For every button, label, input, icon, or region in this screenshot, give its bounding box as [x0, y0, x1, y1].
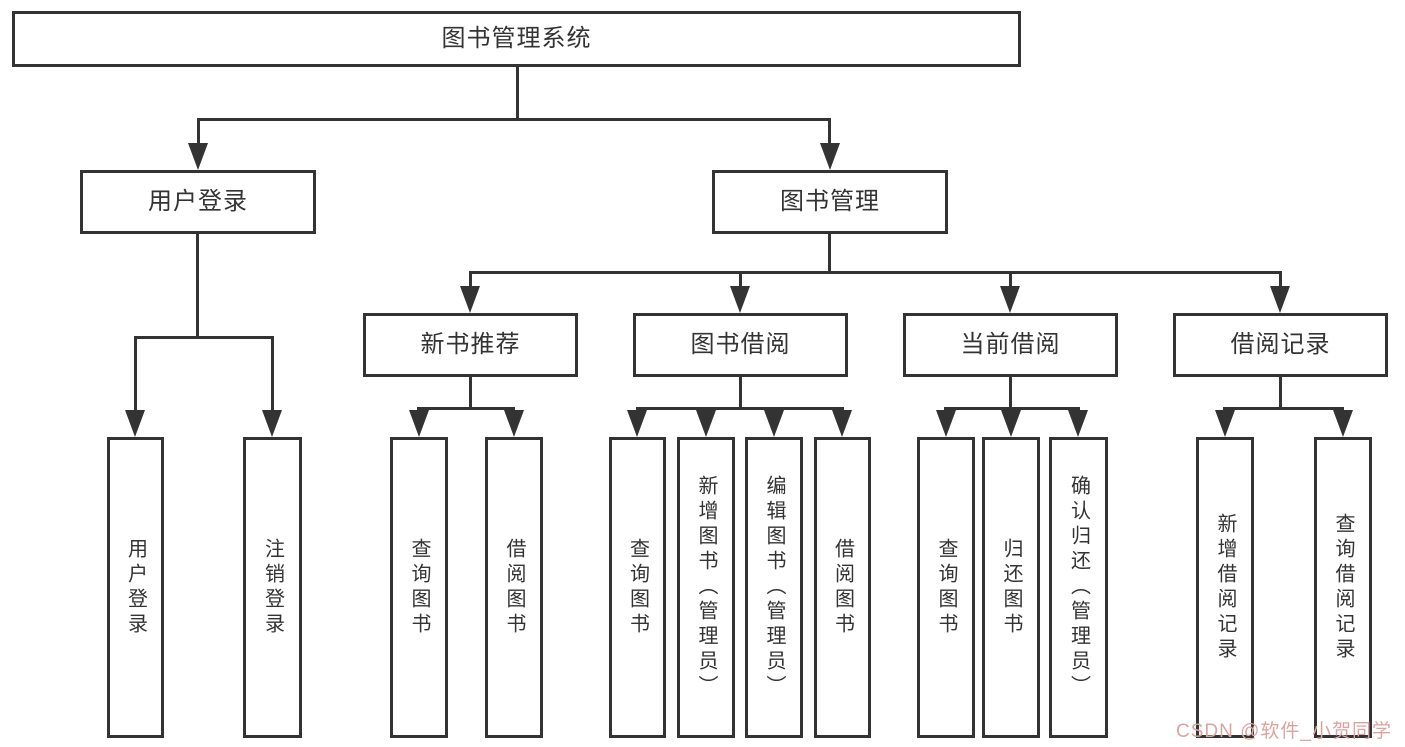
arrow-down-icon [730, 286, 750, 313]
node-label: 注销登录 [261, 537, 284, 638]
node-new-book-recommend: 新书推荐 [363, 313, 578, 377]
connector-bar [636, 407, 844, 410]
connector-stem [1009, 377, 1012, 407]
node-label: 查询图书 [408, 537, 430, 638]
node-label: 借阅图书 [503, 537, 525, 638]
node-label: 用户登录 [124, 537, 147, 638]
arrow-down-icon [1000, 286, 1020, 313]
arrow-down-icon [188, 143, 208, 170]
connector-bar [1223, 407, 1344, 410]
connector-stem [739, 377, 742, 407]
connector-stem [271, 339, 274, 412]
arrow-down-icon [409, 410, 429, 437]
arrow-down-icon [125, 410, 145, 437]
connector-stem [1279, 377, 1282, 407]
node-label: 新增图书（管理员） [695, 475, 717, 700]
leaf-edit-book-admin: 编辑图书（管理员） [745, 437, 803, 738]
leaf-query-borrow-record: 查询借阅记录 [1314, 437, 1372, 738]
leaf-add-borrow-record: 新增借阅记录 [1196, 437, 1254, 738]
leaf-add-book-admin: 新增图书（管理员） [677, 437, 735, 738]
node-label: 用户登录 [148, 188, 248, 215]
node-book-borrowing: 图书借阅 [633, 313, 848, 377]
connector-stem [134, 339, 137, 412]
node-user-login: 用户登录 [80, 170, 316, 234]
arrow-down-icon [262, 410, 282, 437]
node-label: 归还图书 [1000, 537, 1022, 638]
connector-bar [944, 407, 1080, 410]
node-label: 编辑图书（管理员） [763, 475, 785, 700]
connector-stem [469, 274, 472, 286]
node-label: 借阅记录 [1230, 331, 1331, 358]
node-label: 新增借阅记录 [1214, 512, 1236, 663]
connector-stem [828, 234, 831, 271]
connector-bar [197, 118, 831, 121]
leaf-return-book: 归还图书 [982, 437, 1040, 738]
arrow-down-icon [936, 410, 956, 437]
connector-stem [739, 274, 742, 286]
connector-stem [516, 67, 519, 118]
leaf-logout: 注销登录 [243, 437, 302, 738]
leaf-query-books-recommend: 查询图书 [390, 437, 448, 738]
node-label: 查询图书 [935, 537, 957, 638]
leaf-confirm-return-admin: 确认归还（管理员） [1049, 437, 1108, 738]
node-label: 借阅图书 [831, 537, 854, 638]
node-label: 新书推荐 [420, 331, 521, 358]
arrow-down-icon [764, 410, 784, 437]
arrow-down-icon [1333, 410, 1353, 437]
node-label: 图书借阅 [690, 331, 791, 358]
node-label: 当前借阅 [960, 331, 1061, 358]
arrow-down-icon [504, 410, 524, 437]
connector-stem [196, 234, 199, 336]
node-library-system: 图书管理系统 [12, 11, 1021, 67]
arrow-down-icon [832, 410, 852, 437]
node-borrow-records: 借阅记录 [1173, 313, 1388, 377]
connector-stem [1009, 274, 1012, 286]
arrow-down-icon [696, 410, 716, 437]
node-label: 图书管理系统 [441, 25, 592, 52]
arrow-down-icon [820, 143, 840, 170]
connector-bar [417, 407, 515, 410]
connector-stem [828, 121, 831, 145]
connector-stem [1279, 274, 1282, 286]
csdn-watermark: CSDN @软件_小贺同学 [1176, 721, 1392, 742]
arrow-down-icon [1270, 286, 1290, 313]
node-label: 查询图书 [626, 537, 649, 638]
node-label: 查询借阅记录 [1332, 512, 1354, 663]
leaf-query-books-current: 查询图书 [917, 437, 975, 738]
arrow-down-icon [1068, 410, 1088, 437]
connector-stem [469, 377, 472, 407]
arrow-down-icon [627, 410, 647, 437]
leaf-borrow-books-recommend: 借阅图书 [485, 437, 543, 738]
arrow-down-icon [1001, 410, 1021, 437]
connector-bar [469, 271, 1282, 274]
arrow-down-icon [1215, 410, 1235, 437]
node-current-borrowing: 当前借阅 [903, 313, 1118, 377]
leaf-borrow-books: 借阅图书 [814, 437, 871, 738]
node-label: 图书管理 [780, 188, 880, 215]
connector-stem [197, 121, 200, 145]
arrow-down-icon [460, 286, 480, 313]
connector-bar [134, 336, 274, 339]
leaf-query-books-borrowing: 查询图书 [609, 437, 666, 738]
leaf-user-login: 用户登录 [107, 437, 164, 738]
node-label: 确认归还（管理员） [1067, 475, 1090, 700]
node-book-management: 图书管理 [712, 170, 948, 234]
